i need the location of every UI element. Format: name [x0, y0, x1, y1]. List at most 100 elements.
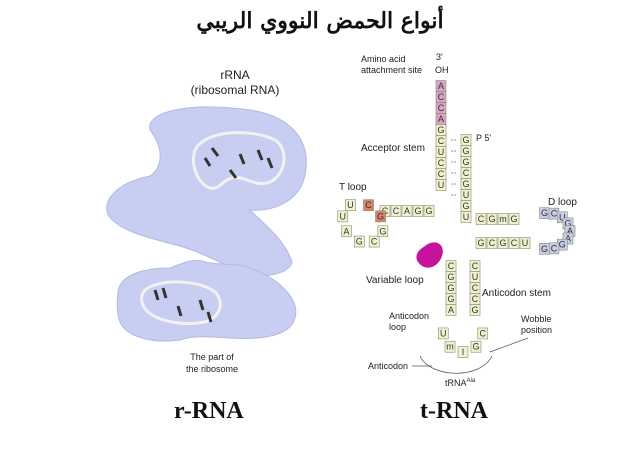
acceptor-3prime-nt-letter: C: [438, 136, 445, 146]
anticodon-stem-right-nt-letter: U: [472, 272, 479, 282]
amino-acid-site-label: Amino acid: [361, 54, 406, 64]
d-stem-top-nt-box: [486, 213, 498, 225]
t-stem-nt-letter: G: [425, 206, 432, 216]
acceptor-3prime-nt-letter: C: [438, 103, 445, 113]
d-loop-nt-letter: A: [565, 234, 571, 244]
d-loop-nt-letter: C: [551, 243, 558, 253]
anticodon-stem-right-nt-letter: C: [472, 261, 479, 271]
t-loop-nt-box: [363, 199, 374, 211]
t-loop-nt-box: [341, 225, 352, 238]
anticodon-stem-right-nt-letter: C: [472, 294, 479, 304]
d-loop-nt-letter: G: [559, 240, 566, 250]
wobble-label-sub: position: [521, 325, 552, 335]
anticodon-loop-label-sub: loop: [389, 322, 406, 332]
acceptor-3prime-nt-letter: U: [438, 180, 445, 190]
d-loop-nt-letter: G: [541, 208, 548, 218]
acceptor-3prime-nt-letter: C: [438, 158, 445, 168]
anticodon-stem-right-nt-letter: G: [471, 305, 478, 315]
anticodon-stem-label: Anticodon stem: [482, 288, 551, 299]
variable-loop-label: Variable loop: [366, 275, 424, 286]
t-loop-nt-letter: U: [347, 200, 354, 210]
t-loop-nt-letter: U: [340, 211, 347, 221]
t-loop-nt-letter: C: [365, 200, 372, 210]
rrna-label-sub: (ribosomal RNA): [191, 83, 280, 97]
d-loop-nt-box: [539, 242, 550, 255]
anticodon-loop-nt-box: [457, 346, 469, 358]
anticodon-loop-nt-box: [470, 340, 482, 353]
t-stem-nt-box: [423, 205, 435, 217]
acceptor-5prime-nt-letter: C: [463, 168, 470, 178]
page-title: أنواع الحمض النووي الريبي: [196, 8, 444, 34]
acceptor-5prime-nt-letter: U: [463, 190, 470, 200]
t-loop-nt-box: [345, 199, 356, 211]
t-stem-nt-letter: G: [414, 206, 421, 216]
d-loop-nt-letter: A: [567, 226, 573, 236]
acceptor-stem-label: Acceptor stem: [361, 143, 425, 154]
anticodon-loop-nt-box: [477, 327, 489, 340]
acceptor-5prime-nt-letter: G: [462, 179, 469, 189]
t-loop-nt-box: [337, 210, 349, 223]
wobble-label: Wobble: [521, 314, 551, 324]
d-stem-bottom-nt-box: [486, 237, 498, 249]
t-loop-label: T loop: [339, 182, 367, 193]
d-loop-nt-box: [562, 232, 574, 245]
trna-illustration: Amino acid attachment site 3' OH ACCAGCU…: [337, 52, 577, 388]
d-stem-bottom-nt-letter: G: [477, 238, 484, 248]
t-stem-nt-letter: C: [393, 206, 400, 216]
anticodon-loop-nt-box: [437, 327, 449, 340]
t-stem: CCAGG: [379, 205, 435, 217]
t-loop-nt-letter: G: [379, 226, 386, 236]
ribosome-large-subunit: [106, 106, 307, 276]
p5-label: P 5': [476, 133, 491, 143]
ribosome-part-label: The part of: [190, 352, 234, 362]
anticodon-stem-left-nt-letter: C: [448, 261, 455, 271]
t-loop-nt-box: [377, 225, 389, 238]
d-stem-bottom-nt-letter: C: [511, 238, 518, 248]
anticodon-loop-nt-letter: G: [472, 342, 479, 352]
anticodon-stem-left-nt-letter: G: [447, 283, 454, 293]
anticodon-stem-left-nt-box: [445, 304, 457, 316]
t-loop-nt-letter: C: [371, 237, 378, 247]
d-stem-top-nt-box: [497, 213, 509, 225]
anticodon-label: Anticodon: [368, 361, 408, 371]
acceptor-3prime-nt-letter: C: [438, 92, 445, 102]
acceptor-5prime-nt-box: [460, 211, 472, 223]
t-stem-nt-box: [390, 205, 402, 217]
anticodon-loop-nt-letter: U: [440, 328, 447, 338]
anticodon-bracket: [419, 355, 493, 374]
d-loop-label: D loop: [548, 197, 577, 208]
anticodon-stem-right-nt-box: [469, 304, 481, 316]
d-loop-nt-letter: G: [541, 244, 548, 254]
anticodon-stem-left-nt-letter: G: [447, 294, 454, 304]
anticodon-loop-nt-box: [444, 340, 456, 353]
d-stem-bottom-nt-letter: G: [499, 238, 506, 248]
acceptor-pairing-dots: [451, 139, 456, 196]
t-loop-nt-letter: G: [356, 237, 363, 247]
oh-label: OH: [435, 65, 449, 75]
d-stem-bottom-nt-box: [519, 237, 531, 249]
d-loop-nt-letter: C: [551, 209, 558, 219]
d-stem-top-nt-box: [508, 213, 520, 225]
rrna-strand-lower: [140, 280, 222, 326]
acceptor-3prime-nt-box: [435, 179, 447, 191]
t-loop-nt-letter: A: [343, 226, 349, 236]
d-stem-bottom-nt-box: [497, 237, 509, 249]
t-loop-nt-letter: G: [377, 211, 384, 221]
acceptor-3prime-nt-letter: A: [438, 114, 444, 124]
wobble-pointer: [489, 337, 529, 353]
anticodon-stem-left-nt-letter: G: [447, 272, 454, 282]
acceptor-5prime-nt-letter: G: [462, 135, 469, 145]
ribosome-part-label-sub: the ribosome: [186, 364, 238, 374]
anticodon-loop-nt-letter: m: [446, 342, 454, 352]
d-stem-top-nt-letter: G: [510, 214, 517, 224]
anticodon-loop-nt-letter: C: [480, 328, 487, 338]
d-stem-top-nt-box: [475, 213, 487, 225]
rrna-caption: r-RNA: [174, 398, 244, 424]
d-loop-nt-box: [556, 211, 568, 224]
d-stem-bottom-nt-letter: U: [522, 238, 529, 248]
